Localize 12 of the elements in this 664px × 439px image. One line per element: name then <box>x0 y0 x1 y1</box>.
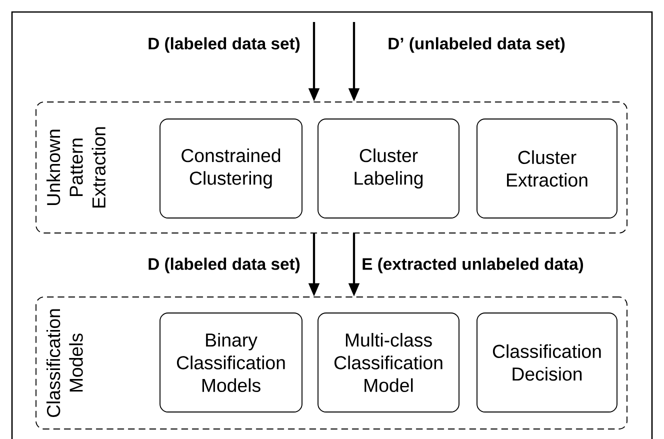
process-box: Cluster Extraction <box>476 118 618 218</box>
group-label: Unknown Pattern Extraction <box>46 127 106 208</box>
edge-label: D (labeled data set) <box>148 37 300 53</box>
process-box: Cluster Labeling <box>318 118 460 218</box>
group-label: Classification Models <box>46 309 83 418</box>
process-box: Multi-class Classification Model <box>318 312 460 412</box>
edge-label: D (labeled data set) <box>148 258 300 274</box>
edge-label: E (extracted unlabeled data) <box>362 258 584 274</box>
edge-label: D’ (unlabeled data set) <box>388 37 565 53</box>
process-box: Binary Classification Models <box>160 312 302 412</box>
process-box: Constrained Clustering <box>160 118 302 218</box>
process-box: Classification Decision <box>476 312 618 412</box>
